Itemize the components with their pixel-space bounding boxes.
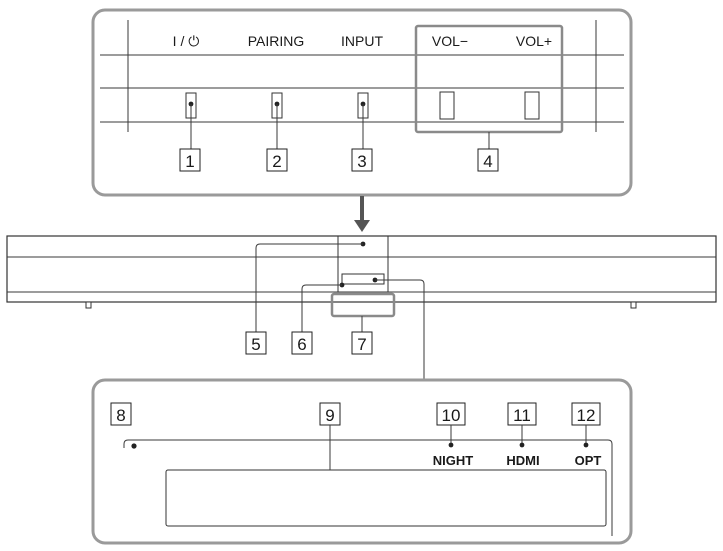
callout-6: 6: [297, 335, 306, 354]
display-screen: [165, 469, 607, 527]
callout-box-3: [351, 148, 373, 172]
callout-10: 10: [442, 406, 461, 425]
callout-3: 3: [357, 152, 366, 171]
control-area-outline: [337, 235, 389, 293]
soundbar-body: [6, 235, 717, 303]
callout-4: 4: [483, 152, 492, 171]
callout-box-5: [245, 331, 267, 355]
night-indicator-label: NIGHT: [433, 453, 474, 468]
night-indicator-dot: [448, 442, 454, 448]
callout-box-2: [266, 148, 288, 172]
opt-indicator-dot: [583, 442, 589, 448]
opt-indicator-label: OPT: [575, 453, 602, 468]
vol-minus-label: VOL−: [432, 33, 468, 49]
callout-7: 7: [357, 335, 366, 354]
callout-box-7: [351, 331, 373, 355]
callout-12: 12: [577, 406, 596, 425]
soundbar-foot-right: [630, 301, 637, 309]
callout-box-1: [179, 148, 201, 172]
hdmi-indicator-label: HDMI: [506, 453, 539, 468]
callout-11: 11: [513, 406, 531, 425]
display-frame-top: [123, 439, 613, 536]
vol-plus-label: VOL+: [516, 33, 552, 49]
vol-minus-button[interactable]: [439, 91, 455, 120]
callout-8: 8: [116, 406, 125, 425]
callout-5: 5: [251, 335, 260, 354]
callout-box-8: [110, 402, 132, 426]
vol-plus-button[interactable]: [524, 91, 540, 120]
arrow-head: [354, 220, 370, 232]
callout-1: 1: [185, 152, 194, 171]
pairing-label: PAIRING: [248, 33, 305, 49]
callout-9: 9: [325, 406, 334, 425]
front-display-window: [341, 273, 385, 285]
callout-box-6: [291, 331, 313, 355]
power-indicator-dot: [131, 443, 137, 449]
buttons-closeup-panel: [91, 8, 633, 197]
display-group-bracket: [330, 292, 396, 318]
hdmi-indicator-dot: [519, 442, 525, 448]
display-closeup-panel: [91, 378, 633, 545]
callout-2: 2: [272, 152, 281, 171]
input-label: INPUT: [341, 33, 383, 49]
callout-box-4: [477, 148, 499, 172]
soundbar-foot-left: [85, 301, 92, 309]
power-label: I / ⏻: [173, 33, 200, 49]
